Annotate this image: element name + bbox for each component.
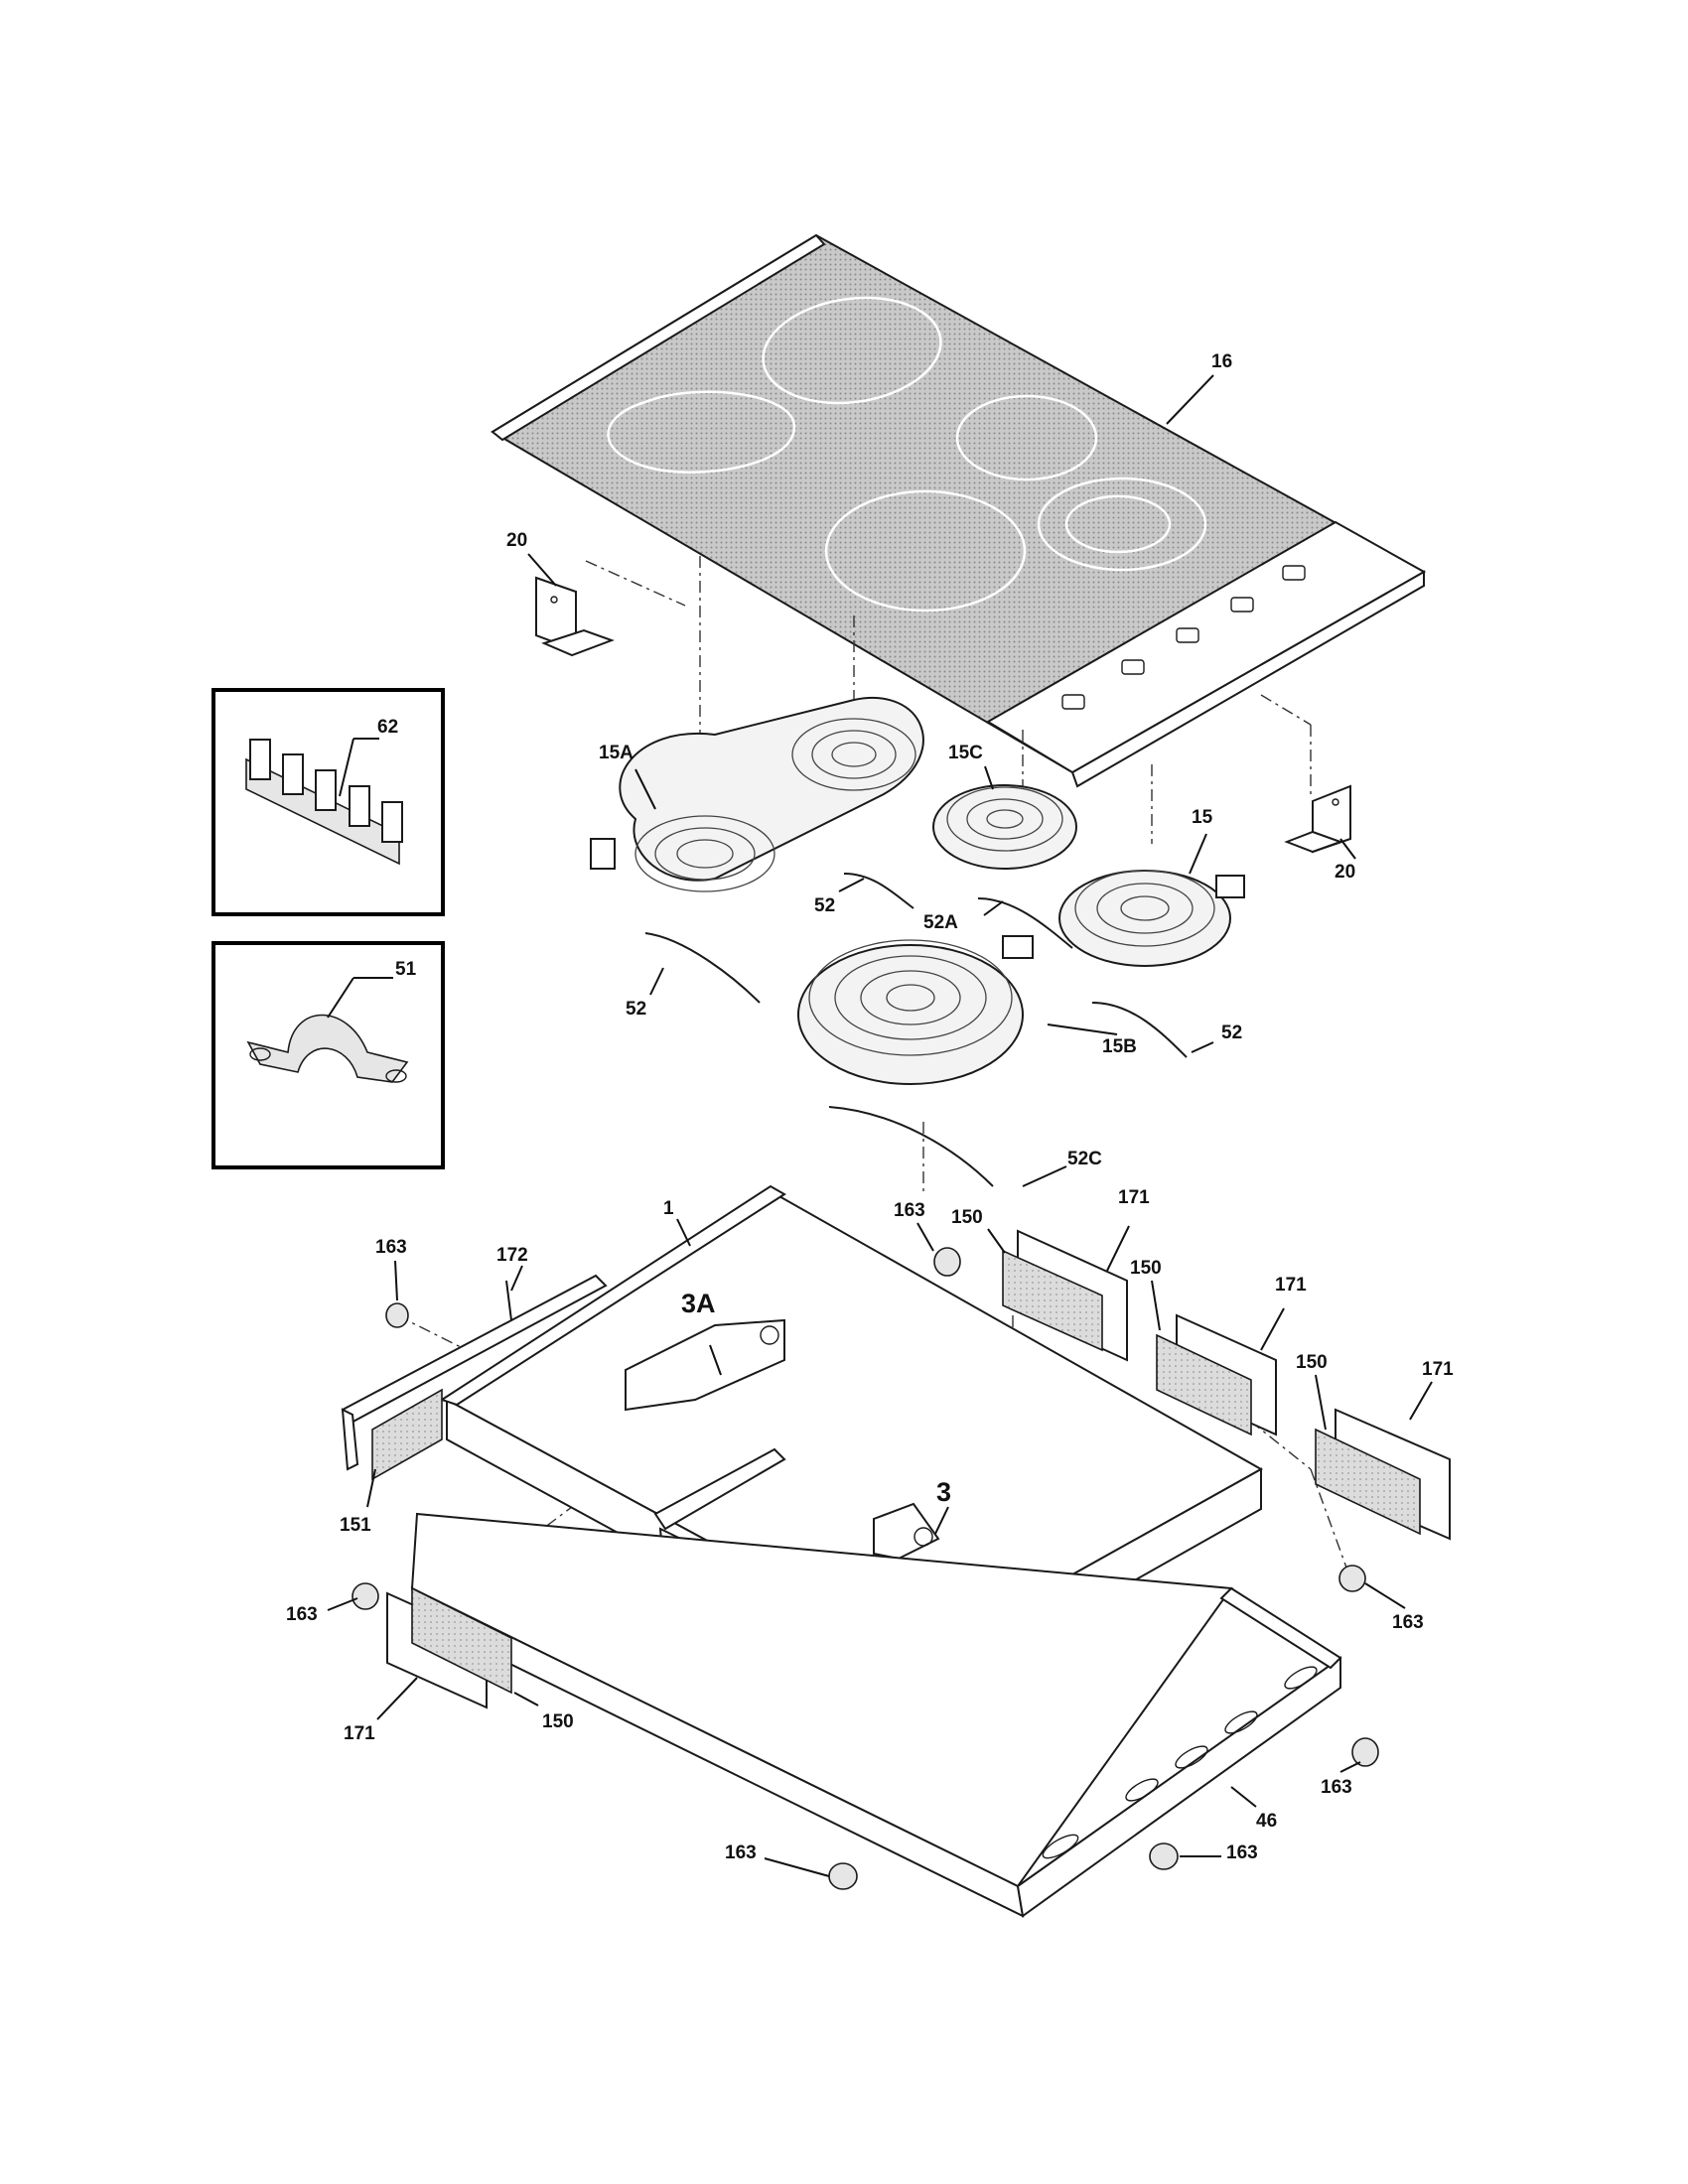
label-element-large: 15B bbox=[1102, 1036, 1137, 1057]
label-spacer-left: 163 bbox=[286, 1604, 318, 1625]
label-strap-small: 52A bbox=[923, 912, 958, 933]
insulation-1 bbox=[1002, 1249, 1103, 1352]
label-glass-cooktop: 16 bbox=[1211, 351, 1232, 372]
insulation-3 bbox=[1315, 1428, 1421, 1536]
label-shield-4: 171 bbox=[344, 1723, 375, 1744]
label-strap-dual: 52 bbox=[1221, 1023, 1242, 1043]
label-burner-box: 1 bbox=[663, 1198, 674, 1219]
label-bracket-3: 3 bbox=[936, 1477, 951, 1507]
label-spacer-bottom-left: 163 bbox=[725, 1843, 757, 1863]
insulation-2 bbox=[1156, 1333, 1252, 1436]
inset-terminal-block bbox=[211, 688, 445, 916]
element-bridge bbox=[590, 697, 924, 892]
label-insulation-2: 150 bbox=[1130, 1258, 1162, 1279]
label-element-bridge: 15A bbox=[599, 743, 633, 763]
label-spacer-right: 163 bbox=[1392, 1612, 1424, 1633]
label-strap-bridge-upper: 52 bbox=[814, 895, 835, 916]
label-strap-large: 52C bbox=[1067, 1149, 1102, 1169]
part-labels: 16 20 20 62 51 15A 15C 15 15B 52 52 52A … bbox=[286, 351, 1454, 1863]
label-base-pan: 46 bbox=[1256, 1811, 1277, 1832]
label-strap-bridge-lower: 52 bbox=[626, 999, 646, 1020]
inset-clamp bbox=[211, 941, 445, 1169]
label-element-small: 15C bbox=[948, 743, 983, 763]
label-terminal-block: 62 bbox=[377, 717, 398, 738]
label-insulation-left: 151 bbox=[340, 1515, 371, 1536]
base-pan bbox=[410, 1512, 1342, 1918]
label-insulation-1: 150 bbox=[951, 1207, 983, 1228]
label-insulation-4: 150 bbox=[542, 1711, 574, 1732]
label-shield-3: 171 bbox=[1422, 1359, 1454, 1380]
label-spacer-top-mid: 163 bbox=[894, 1200, 925, 1221]
element-dual bbox=[1058, 870, 1245, 967]
label-clamp: 51 bbox=[395, 959, 417, 980]
label-spacer-bottom-right: 163 bbox=[1321, 1777, 1352, 1798]
label-bracket-left: 20 bbox=[506, 530, 527, 551]
element-large bbox=[797, 935, 1034, 1085]
label-bracket-right: 20 bbox=[1335, 862, 1355, 883]
label-spacer-top-left: 163 bbox=[375, 1237, 407, 1258]
straps bbox=[644, 873, 1188, 1187]
spacers bbox=[352, 1247, 1379, 1890]
label-element-dual: 15 bbox=[1192, 807, 1213, 828]
label-insulation-3: 150 bbox=[1296, 1352, 1328, 1373]
label-rail-left: 172 bbox=[496, 1245, 528, 1266]
insulation-left bbox=[371, 1388, 443, 1481]
label-spacer-bottom-mid: 163 bbox=[1226, 1843, 1258, 1863]
label-shield-1: 171 bbox=[1118, 1187, 1150, 1208]
leader-lines bbox=[327, 374, 1433, 1877]
bracket-left bbox=[535, 576, 615, 657]
insulation-4 bbox=[411, 1586, 512, 1695]
bracket-3 bbox=[873, 1502, 940, 1561]
element-small bbox=[932, 784, 1077, 870]
label-shield-2: 171 bbox=[1275, 1275, 1307, 1296]
label-bracket-3a: 3A bbox=[681, 1289, 716, 1318]
bracket-3a bbox=[625, 1318, 785, 1412]
glass-cooktop bbox=[491, 233, 1427, 788]
bracket-right bbox=[1284, 784, 1351, 854]
